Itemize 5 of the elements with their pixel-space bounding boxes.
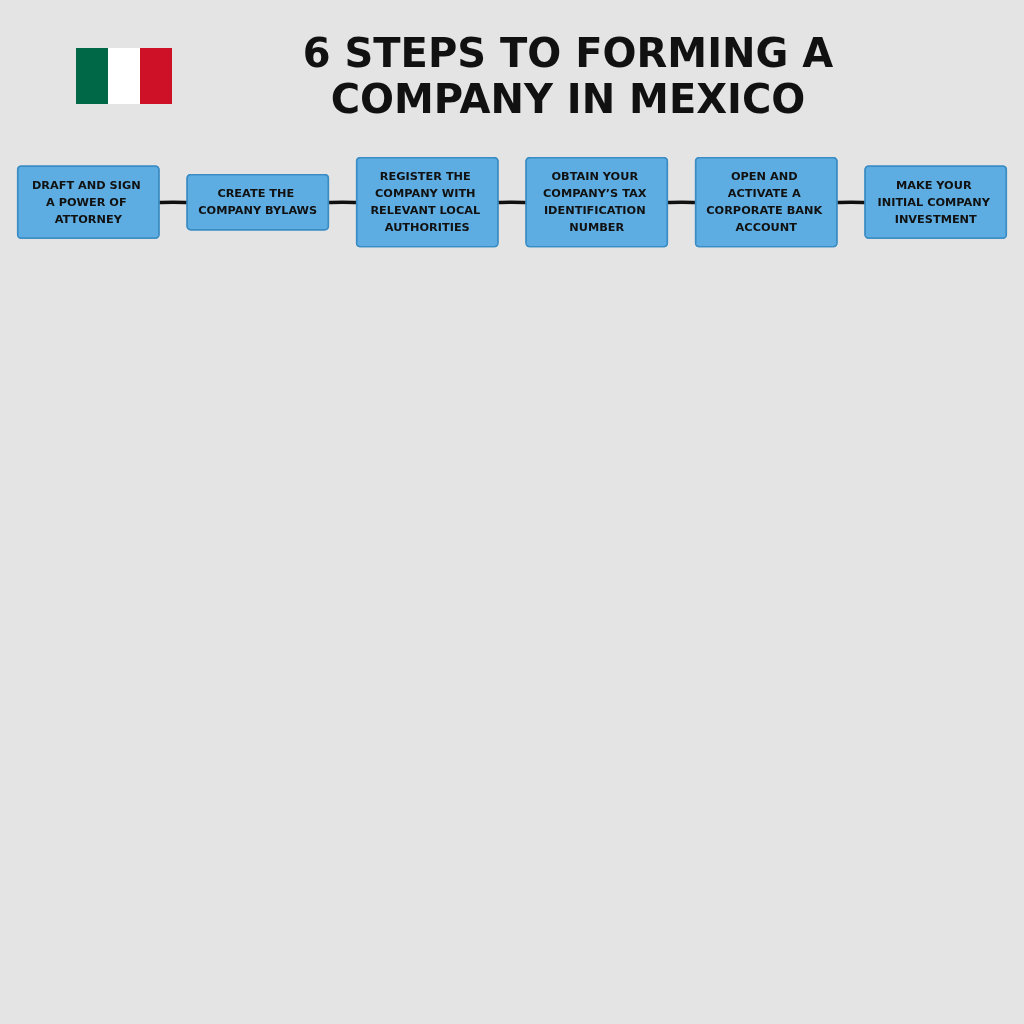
connector bbox=[837, 200, 866, 205]
connector bbox=[667, 200, 696, 205]
connector bbox=[159, 200, 188, 205]
connector bbox=[498, 200, 527, 205]
title: 6 STEPS TO FORMING A COMPANY IN MEXICO bbox=[301, 30, 835, 122]
